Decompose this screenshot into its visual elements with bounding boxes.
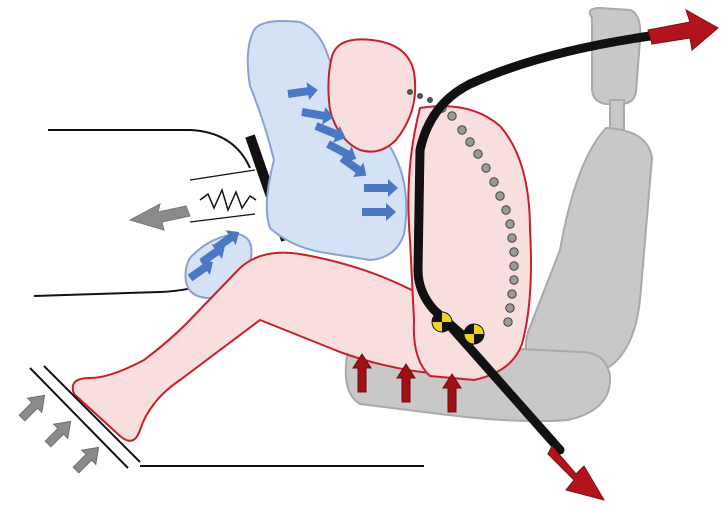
steering-column-line-bottom [190, 214, 255, 222]
spine-dot [502, 206, 510, 214]
seat-headrest [590, 8, 641, 104]
dashboard-upper-line [48, 130, 250, 168]
hip-marker-2-icon [464, 324, 484, 344]
occupant-leg [73, 253, 440, 441]
spine-dot [428, 98, 433, 103]
floor-pedal-arrow-icon [15, 388, 52, 425]
steering-column-line-top [190, 170, 255, 180]
spine-dot [474, 150, 482, 158]
spine-dot [490, 178, 498, 186]
floor-pedal-arrow-icon [69, 440, 106, 477]
spine-dot [482, 164, 490, 172]
spine-dot [496, 192, 504, 200]
spine-dot [418, 94, 423, 99]
spine-dot [510, 276, 518, 284]
spine-dot [510, 248, 518, 256]
spine-dot [508, 290, 516, 298]
seat-headrest-post [610, 100, 624, 130]
spine-dot [510, 262, 518, 270]
floor-pedal-arrow-icon [41, 414, 78, 451]
belt-lower-arrow-icon [548, 446, 604, 500]
belt-upper-arrow-icon [648, 10, 718, 50]
spine-dot [466, 138, 474, 146]
spine-dot [458, 126, 466, 134]
spine-dot [506, 304, 514, 312]
spine-dot [504, 318, 512, 326]
steering-column-spring-icon [200, 190, 256, 210]
spine-dot [506, 220, 514, 228]
seat-back [526, 128, 652, 376]
hip-marker-1-icon [432, 312, 452, 332]
steering-column-arrow-icon [130, 204, 190, 230]
spine-dot [508, 234, 516, 242]
spine-dot [408, 90, 413, 95]
spine-dot [448, 112, 456, 120]
